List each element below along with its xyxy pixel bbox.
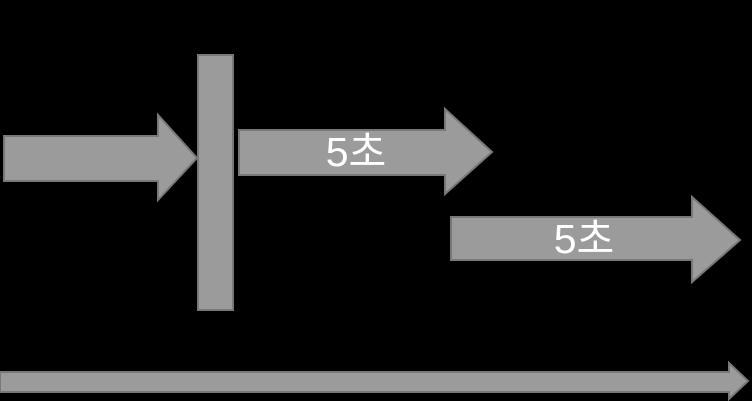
second-delay-arrow — [450, 194, 742, 285]
barrier-bar — [197, 54, 234, 311]
first-delay-arrow — [238, 106, 494, 197]
second-delay-arrow-label: 5초 — [554, 216, 615, 262]
first-delay-arrow-label: 5초 — [326, 129, 387, 175]
timeline-arrow — [0, 360, 750, 401]
incoming-arrow — [3, 112, 199, 203]
